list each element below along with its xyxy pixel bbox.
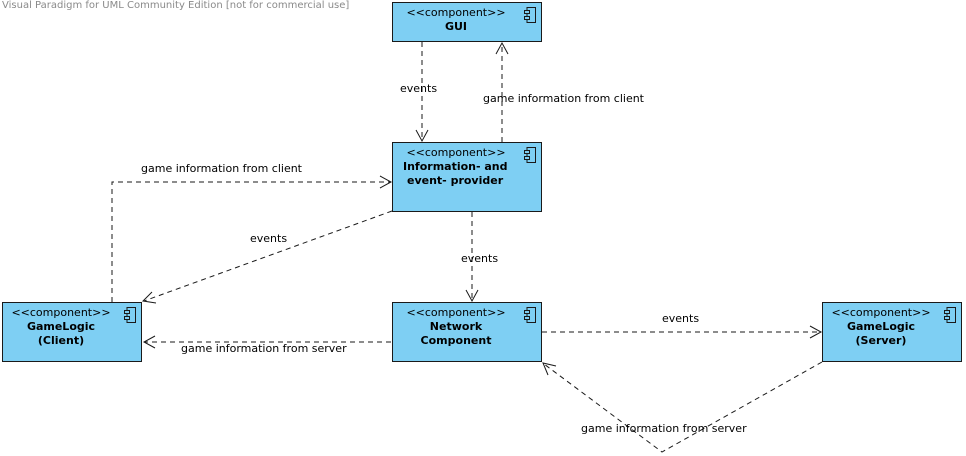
arrowhead-info-to-client [141, 291, 157, 304]
component-gamelogic-client[interactable]: <<component>> GameLogic (Client) [2, 302, 142, 362]
component-name-line: Component [420, 334, 492, 347]
arrowhead-gui-to-info [415, 129, 429, 143]
component-name-line: Information- and [403, 160, 508, 173]
edge-server-to-network[interactable] [543, 361, 823, 453]
component-icon [524, 7, 536, 23]
component-name-line: (Server) [855, 334, 907, 347]
component-name: Network Component [393, 320, 519, 348]
component-gui[interactable]: <<component>> GUI [392, 2, 542, 42]
edge-label-info-to-network: events [461, 252, 499, 265]
component-name: GameLogic (Server) [823, 320, 939, 348]
edge-label-info-to-client: events [250, 232, 288, 245]
arrowhead-server-to-network [542, 362, 557, 376]
component-stereotype: <<component>> [406, 306, 506, 319]
edge-client-to-info[interactable] [111, 181, 390, 302]
edge-label-info-to-gui: game information from client [483, 92, 644, 105]
edge-label-gui-to-info: events [400, 82, 438, 95]
watermark: Visual Paradigm for UML Community Editio… [2, 0, 350, 11]
component-name: Information- and event- provider [403, 160, 519, 188]
edge-label-network-to-server: events [662, 312, 700, 325]
arrowhead-client-to-info [379, 175, 393, 189]
component-stereotype: <<component>> [406, 146, 506, 159]
component-stereotype: <<component>> [406, 6, 506, 19]
arrowhead-network-to-server [809, 325, 823, 339]
edge-label-client-to-info: game information from client [141, 162, 302, 175]
arrowhead-info-to-network [465, 289, 479, 303]
component-name: GameLogic (Client) [3, 320, 119, 348]
component-stereotype: <<component>> [11, 306, 111, 319]
component-name-line: GameLogic [846, 320, 916, 333]
edge-label-network-to-client: game information from server [181, 342, 347, 355]
edge-info-to-client[interactable] [143, 210, 393, 302]
component-icon [124, 307, 136, 323]
edge-label-server-to-network: game information from server [581, 422, 747, 435]
component-icon [524, 307, 536, 323]
component-name-line: (Client) [37, 334, 85, 347]
component-name-line: GameLogic [26, 320, 96, 333]
component-stereotype: <<component>> [831, 306, 931, 319]
component-info-provider[interactable]: <<component>> Information- and event- pr… [392, 142, 542, 212]
component-name-line: Network [429, 320, 483, 333]
component-gamelogic-server[interactable]: <<component>> GameLogic (Server) [822, 302, 962, 362]
component-name: GUI [393, 20, 519, 34]
component-icon [524, 147, 536, 163]
component-network[interactable]: <<component>> Network Component [392, 302, 542, 362]
arrowhead-info-to-gui [495, 41, 509, 55]
component-icon [944, 307, 956, 323]
arrowhead-network-to-client [142, 335, 156, 349]
component-name-line: GUI [444, 20, 468, 33]
component-name-line: event- provider [407, 174, 504, 187]
